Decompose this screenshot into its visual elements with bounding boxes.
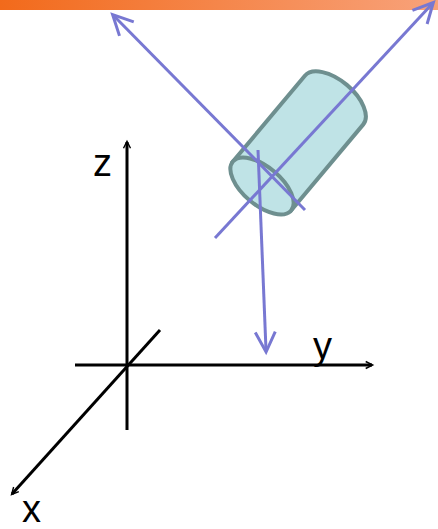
x-axis — [12, 330, 160, 494]
body-axis — [114, 16, 305, 210]
axis-label: x — [22, 490, 41, 528]
z-axis — [126, 142, 129, 430]
header-bar — [0, 0, 438, 10]
body-axis — [215, 4, 432, 238]
cylinder — [221, 60, 376, 225]
body-axis — [258, 150, 266, 350]
axis-label: y — [313, 327, 332, 365]
axis-label: z — [93, 144, 112, 182]
